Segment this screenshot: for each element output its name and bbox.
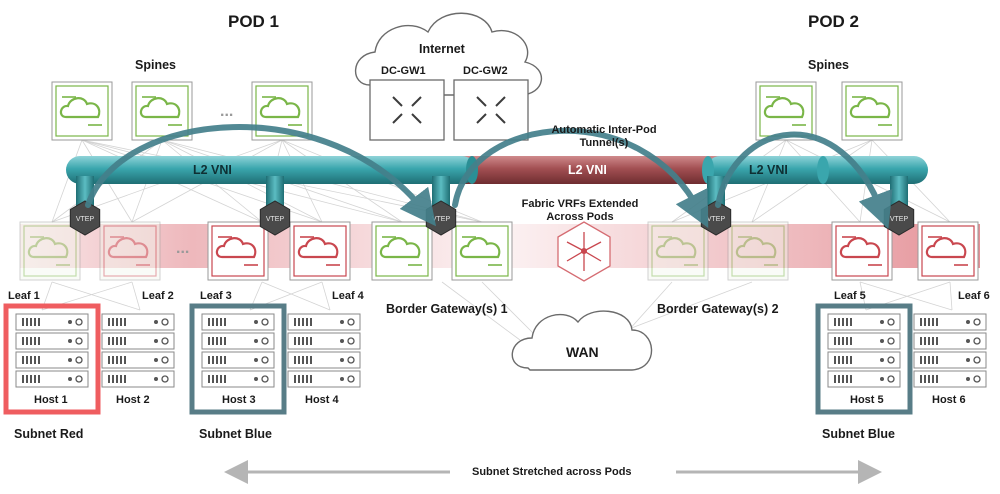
l2vni-tube-pod2-mid [440,156,740,184]
leaf-switch-icon [19,221,81,281]
host-server-icon [913,313,987,388]
host4-label: Host 4 [305,394,339,406]
dc-gateway-1-icon [369,79,445,141]
l2vni-label-right: L2 VNI [749,163,788,177]
stretched-label: Subnet Stretched across Pods [472,466,632,478]
host6-label: Host 6 [932,394,966,406]
host-server-icon [15,313,89,388]
vrf-extended-label: Fabric VRFs Extended Across Pods [521,198,639,223]
wan-cloud-icon [511,310,653,371]
pod2-title: POD 2 [808,12,860,31]
vtep-label: VTEP [76,216,95,223]
leaf3-label: Leaf 3 [200,290,232,302]
spine-switch-icon [51,81,113,141]
spine-switch-icon [131,81,193,141]
spines-label-left: Spines [135,58,176,72]
internet-label: Internet [419,42,465,56]
l2vni-label-left: L2 VNI [193,163,232,177]
subnet-blue-right-label: Subnet Blue [822,427,895,441]
leaf-switch-icon [451,221,513,281]
border-gateway-1-label: Border Gateway(s) 1 [386,302,508,316]
dc-gateway-2-icon [453,79,529,141]
subnet-blue-frame-right [815,303,913,415]
leaf4-label: Leaf 4 [332,290,364,302]
vtep-label: VTEP [432,216,451,223]
tunnel-arrows [85,124,893,229]
vtep-icon: VTEP [69,200,101,236]
leaf-switch-icon [99,221,161,281]
host2-label: Host 2 [116,394,150,406]
host-server-icon [201,313,275,388]
subnet-blue-left-label: Subnet Blue [199,427,272,441]
vtep-label: VTEP [890,216,909,223]
leaf1-label: Leaf 1 [8,290,40,302]
subnet-red-frame [3,303,101,415]
dcgw1-label: DC-GW1 [381,65,426,77]
pod1-title: POD 1 [228,12,280,31]
wan-label: WAN [566,344,599,360]
spine-switch-icon [841,81,903,141]
leaf6-label: Leaf 6 [958,290,990,302]
internet-cloud-icon [354,12,543,96]
vtep-label: VTEP [266,216,285,223]
vtep-icon: VTEP [259,200,291,236]
leaf-switch-icon [647,221,709,281]
tunnel-label: Automatic Inter-Pod Tunnel(s) [551,124,657,149]
l2vni-label-mid: L2 VNI [568,163,607,177]
dcgw2-label: DC-GW2 [463,65,508,77]
leaf-switch-icon [371,221,433,281]
host5-label: Host 5 [850,394,884,406]
leaf2-label: Leaf 2 [142,290,174,302]
leaf-switch-icon [917,221,979,281]
leaf5-label: Leaf 5 [834,290,866,302]
leaf-switch-icon [727,221,789,281]
subnet-red-label: Subnet Red [14,427,84,441]
spine-switch-icon [755,81,817,141]
vrf-icon [557,221,611,282]
spine-switches [51,81,903,141]
host-server-icon [827,313,901,388]
tube-end-cap [817,156,829,184]
host-server-icon [101,313,175,388]
border-gateway-2-label: Border Gateway(s) 2 [657,302,779,316]
leaf-switch-icon [289,221,351,281]
spines-ellipsis: ... [220,103,234,120]
leaves-ellipsis: ... [176,240,190,257]
host3-label: Host 3 [222,394,256,406]
leaf-switch-icon [831,221,893,281]
hosts [15,313,987,388]
host-server-icon [287,313,361,388]
leaf-switch-icon [207,221,269,281]
vtep-label: VTEP [707,216,726,223]
subnet-blue-frame-left [189,303,287,415]
host1-label: Host 1 [34,394,68,406]
spines-label-right: Spines [808,58,849,72]
